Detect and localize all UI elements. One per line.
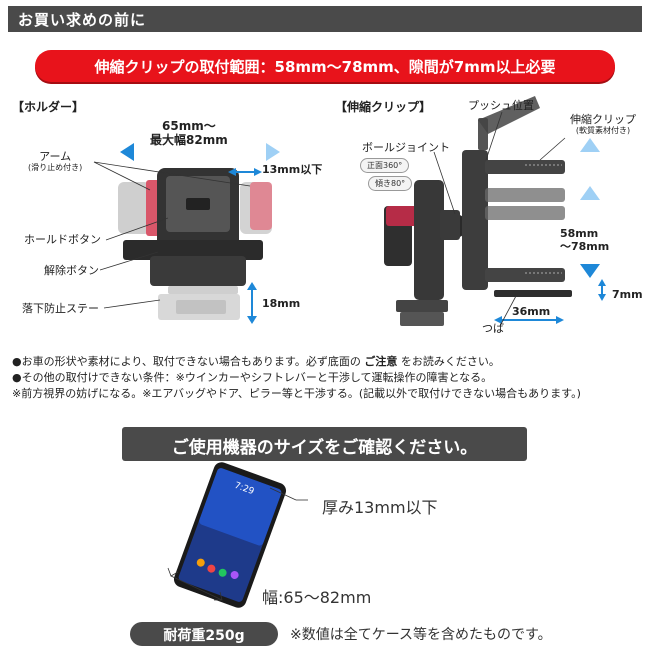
install-range-text: 伸縮クリップの取付範囲：58mm〜78mm、隙間が7mm以上必要 xyxy=(94,58,556,76)
hold-button-callout: ホールドボタン xyxy=(24,233,101,246)
holder-width-arrow xyxy=(120,143,280,161)
caution-notes: ●お車の形状や素材により、取付できない場合もあります。必ず底面の ご注意 をお読… xyxy=(12,354,642,402)
install-range-banner: 伸縮クリップの取付範囲：58mm〜78mm、隙間が7mm以上必要 xyxy=(35,50,615,82)
product-diagram xyxy=(93,96,606,327)
stay-height-arrow xyxy=(247,282,257,324)
ball-joint-callout: ボールジョイント xyxy=(362,141,450,154)
clip-callout: 伸縮クリップ (軟質素材付き) xyxy=(570,113,636,136)
holder-thickness-dim: 13mm以下 xyxy=(262,163,323,176)
note-line-1-suffix: をお読みください。 xyxy=(400,355,500,368)
note-line-2: ●その他の取付けできない条件：※ウインカーやシフトレバーと干渉して運転操作の障害… xyxy=(12,371,493,384)
clip-name-label: 伸縮クリップ xyxy=(570,113,636,126)
arm-sub-label: (滑り止め付き) xyxy=(28,163,83,173)
flange-callout: つば xyxy=(482,322,504,335)
clip-range-line1: 58mm xyxy=(560,227,599,240)
arm-label: アーム xyxy=(39,150,72,163)
holder-width-dim: 65mm〜 最大幅82mm xyxy=(150,119,228,148)
note-line-1-bold: ご注意 xyxy=(364,355,398,368)
clip-gap-dim: 7mm xyxy=(612,288,643,301)
clip-range-dim: 58mm 〜78mm xyxy=(560,227,610,253)
header-title: お買い求めの前に xyxy=(18,11,147,29)
stay-dim: 18mm xyxy=(262,297,301,310)
tilt-chip: 傾き80° xyxy=(368,176,413,191)
footnote: ※数値は全てケース等を含めたものです。 xyxy=(290,627,552,643)
header-bar: お買い求めの前に xyxy=(8,6,642,32)
holder-thickness-arrow xyxy=(228,168,262,176)
holder-width-dim-line1: 65mm〜 xyxy=(162,119,216,133)
release-button-callout: 解除ボタン xyxy=(44,264,99,277)
clip-range-line2: 〜78mm xyxy=(560,239,610,253)
load-pill: 耐荷重250g xyxy=(130,622,278,646)
clip-leader-lines xyxy=(433,111,566,327)
note-line-1-prefix: ●お車の形状や素材により、取付できない場合もあります。必ず底面の xyxy=(12,355,361,368)
load-label: 耐荷重250g xyxy=(163,628,245,644)
note-line-3: ※前方視界の妨げになる。※エアバッグやドア、ピラー等と干渉する。(記載以外で取付… xyxy=(12,387,581,400)
push-position-callout: プッシュ位置 xyxy=(468,99,534,112)
clip-section-label: 【伸縮クリップ】 xyxy=(335,100,432,114)
holder-section-label: 【ホルダー】 xyxy=(12,100,85,114)
phone-thickness-label: 厚み13mm以下 xyxy=(322,498,438,517)
device-size-bar: ご使用機器のサイズをご確認ください。 xyxy=(122,427,527,461)
clip-gap-arrow xyxy=(598,279,606,301)
device-size-title: ご使用機器のサイズをご確認ください。 xyxy=(171,438,478,458)
phone-width-label: 幅:65〜82mm xyxy=(262,588,372,607)
note-line-1: ●お車の形状や素材により、取付できない場合もあります。必ず底面の ご注意 をお読… xyxy=(12,354,642,370)
stay-callout: 落下防止ステー xyxy=(22,302,99,315)
clip-depth-dim: 36mm xyxy=(512,305,551,318)
holder-width-dim-line2: 最大幅82mm xyxy=(150,132,228,147)
clip-range-arrow xyxy=(580,138,600,278)
holder-illustration xyxy=(118,168,272,320)
clip-illustration xyxy=(384,96,572,326)
clip-sub-label: (軟質素材付き) xyxy=(575,126,631,136)
clip-depth-arrow xyxy=(494,316,564,324)
holder-leader-lines xyxy=(93,161,251,309)
rotation-chip: 正面360° xyxy=(360,158,410,173)
arm-callout: アーム (滑り止め付き) xyxy=(28,150,82,173)
